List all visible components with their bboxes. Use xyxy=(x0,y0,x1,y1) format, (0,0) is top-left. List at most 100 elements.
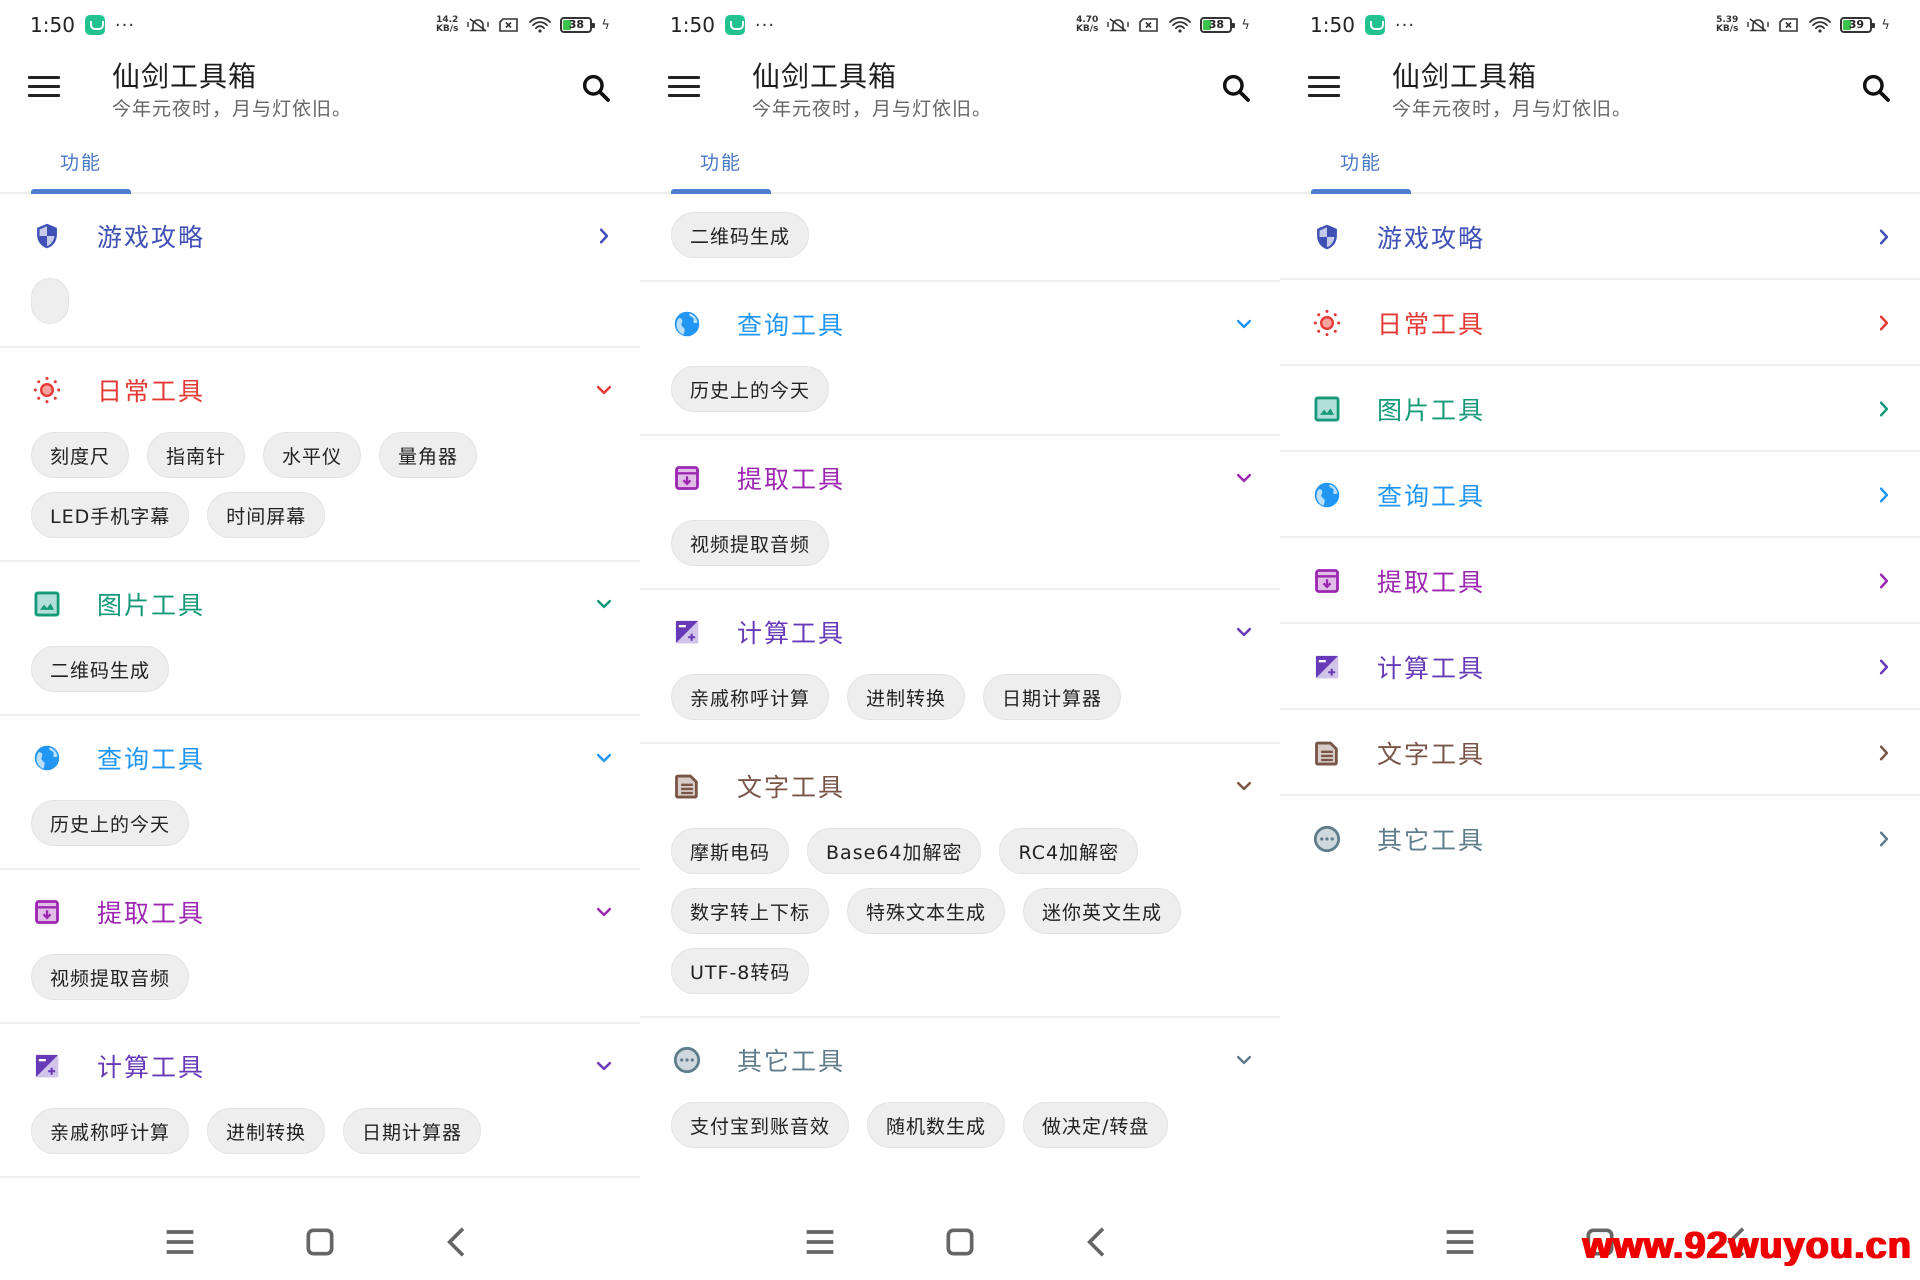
tab-features[interactable]: 功能 xyxy=(699,151,742,174)
chip-video-to-audio[interactable]: 视频提取音频 xyxy=(671,520,830,566)
wifi-icon xyxy=(1809,17,1831,33)
home-icon[interactable] xyxy=(940,1222,980,1262)
empty-chip[interactable] xyxy=(31,278,69,324)
status-time: 1:50 xyxy=(1310,13,1355,37)
chevron-down-icon[interactable] xyxy=(1234,468,1254,488)
chip-qr-generator[interactable]: 二维码生成 xyxy=(671,212,810,258)
chip-base-converter[interactable]: 进制转换 xyxy=(847,674,966,720)
section-title: 提取工具 xyxy=(97,899,206,928)
chip-mini-english[interactable]: 迷你英文生成 xyxy=(1023,888,1182,934)
tab-indicator xyxy=(31,189,131,194)
recents-icon[interactable] xyxy=(160,1222,200,1262)
chip-date-calculator[interactable]: 日期计算器 xyxy=(343,1108,482,1154)
row-extract-tools[interactable]: 提取工具 xyxy=(1280,538,1920,624)
tab-features[interactable]: 功能 xyxy=(1339,151,1382,174)
row-other-tools[interactable]: 其它工具 xyxy=(1280,796,1920,882)
home-icon[interactable] xyxy=(300,1222,340,1262)
app-bar: 仙剑工具箱 今年元夜时，月与灯依旧。 xyxy=(1280,50,1920,130)
chip-base64[interactable]: Base64加解密 xyxy=(807,828,982,874)
calculator-icon xyxy=(1313,653,1341,681)
row-query-tools[interactable]: 查询工具 xyxy=(1280,452,1920,538)
section-header-game-guides[interactable]: 游戏攻略 xyxy=(0,194,640,278)
chip-kinship-calculator[interactable]: 亲戚称呼计算 xyxy=(31,1108,190,1154)
section-header-extract-tools[interactable]: 提取工具 xyxy=(640,436,1280,520)
row-image-tools[interactable]: 图片工具 xyxy=(1280,366,1920,452)
chip-today-in-history[interactable]: 历史上的今天 xyxy=(31,800,190,846)
chip-kinship-calculator[interactable]: 亲戚称呼计算 xyxy=(671,674,830,720)
section-header-extract-tools[interactable]: 提取工具 xyxy=(0,870,640,954)
calculator-icon xyxy=(33,1052,61,1080)
category-list[interactable]: 图片工具 二维码生成 查询工具 历史上的今天 提取工具 xyxy=(640,194,1280,1200)
app-title: 仙剑工具箱 xyxy=(752,60,898,93)
section-title: 提取工具 xyxy=(737,465,846,494)
chip-super-subscript[interactable]: 数字转上下标 xyxy=(671,888,830,934)
search-icon[interactable] xyxy=(1220,72,1252,104)
chip-led-marquee[interactable]: LED手机字幕 xyxy=(31,492,190,538)
section-other-tools: 其它工具 支付宝到账音效 随机数生成 做决定/转盘 xyxy=(640,1018,1280,1170)
section-title: 图片工具 xyxy=(97,591,206,620)
section-header-other-tools[interactable]: 其它工具 xyxy=(640,1018,1280,1102)
row-daily-tools[interactable]: 日常工具 xyxy=(1280,280,1920,366)
back-icon[interactable] xyxy=(438,1222,478,1262)
chip-base-converter[interactable]: 进制转换 xyxy=(207,1108,326,1154)
category-list[interactable]: 游戏攻略 日常工具 图片工具 查询工具 提取工具 xyxy=(1280,194,1920,1200)
chip-decision-wheel[interactable]: 做决定/转盘 xyxy=(1023,1102,1169,1148)
section-header-query-tools[interactable]: 查询工具 xyxy=(0,716,640,800)
chevron-down-icon[interactable] xyxy=(1234,1050,1254,1070)
section-header-query-tools[interactable]: 查询工具 xyxy=(640,282,1280,366)
chip-level[interactable]: 水平仪 xyxy=(263,432,362,478)
section-header-text-tools[interactable]: 文字工具 xyxy=(640,744,1280,828)
chevron-down-icon[interactable] xyxy=(594,594,614,614)
chip-today-in-history[interactable]: 历史上的今天 xyxy=(671,366,830,412)
chip-compass[interactable]: 指南针 xyxy=(147,432,246,478)
chevron-down-icon[interactable] xyxy=(1234,622,1254,642)
chip-morse-code[interactable]: 摩斯电码 xyxy=(671,828,790,874)
recents-icon[interactable] xyxy=(1440,1222,1480,1262)
row-title: 查询工具 xyxy=(1377,482,1486,511)
chip-protractor[interactable]: 量角器 xyxy=(379,432,478,478)
chevron-down-icon[interactable] xyxy=(1234,314,1254,334)
chevron-right-icon[interactable] xyxy=(594,226,614,246)
category-list[interactable]: 游戏攻略 日常工具 刻度尺 指南针 水平仪 量角器 LED手机字幕 xyxy=(0,194,640,1200)
wifi-icon xyxy=(529,17,551,33)
menu-button[interactable] xyxy=(28,76,60,100)
section-header-daily-tools[interactable]: 日常工具 xyxy=(0,348,640,432)
search-icon[interactable] xyxy=(1860,72,1892,104)
section-title: 查询工具 xyxy=(97,745,206,774)
chip-random-number[interactable]: 随机数生成 xyxy=(867,1102,1006,1148)
section-header-calc-tools[interactable]: 计算工具 xyxy=(0,1024,640,1108)
search-icon[interactable] xyxy=(580,72,612,104)
section-title: 日常工具 xyxy=(97,377,206,406)
chevron-right-icon xyxy=(1874,829,1894,849)
chevron-down-icon[interactable] xyxy=(594,902,614,922)
chevron-down-icon[interactable] xyxy=(1234,776,1254,796)
battery-icon: 39 xyxy=(1840,17,1876,33)
shield-icon xyxy=(1313,223,1341,251)
row-calc-tools[interactable]: 计算工具 xyxy=(1280,624,1920,710)
chip-ruler[interactable]: 刻度尺 xyxy=(31,432,130,478)
menu-button[interactable] xyxy=(1308,76,1340,100)
chip-rc4[interactable]: RC4加解密 xyxy=(999,828,1139,874)
row-text-tools[interactable]: 文字工具 xyxy=(1280,710,1920,796)
chip-date-calculator[interactable]: 日期计算器 xyxy=(983,674,1122,720)
recents-icon[interactable] xyxy=(800,1222,840,1262)
chevron-down-icon[interactable] xyxy=(594,748,614,768)
row-game-guides[interactable]: 游戏攻略 xyxy=(1280,194,1920,280)
chevron-down-icon[interactable] xyxy=(594,380,614,400)
chip-qr-generator[interactable]: 二维码生成 xyxy=(31,646,170,692)
back-icon[interactable] xyxy=(1078,1222,1118,1262)
chip-video-to-audio[interactable]: 视频提取音频 xyxy=(31,954,190,1000)
system-nav-bar xyxy=(1280,1200,1920,1280)
chip-utf8[interactable]: UTF-8转码 xyxy=(671,948,810,994)
chevron-down-icon[interactable] xyxy=(594,1056,614,1076)
section-header-calc-tools[interactable]: 计算工具 xyxy=(640,590,1280,674)
tab-features[interactable]: 功能 xyxy=(59,151,102,174)
chip-time-screen[interactable]: 时间屏幕 xyxy=(207,492,326,538)
chip-special-text[interactable]: 特殊文本生成 xyxy=(847,888,1006,934)
section-header-image-tools[interactable]: 图片工具 xyxy=(0,562,640,646)
tab-indicator xyxy=(671,189,771,194)
chip-alipay-sound[interactable]: 支付宝到账音效 xyxy=(671,1102,850,1148)
section-header-image-tools[interactable]: 图片工具 xyxy=(640,194,1280,212)
menu-button[interactable] xyxy=(668,76,700,100)
